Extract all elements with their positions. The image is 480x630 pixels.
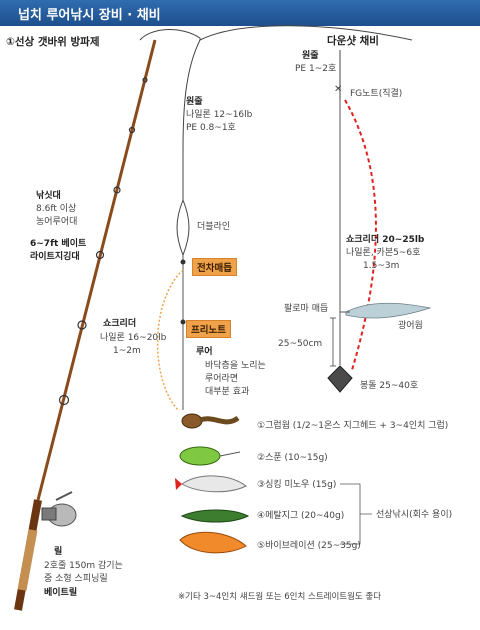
leader-bracket (156, 269, 184, 411)
lure-item-5: ⑤바이브레이션 (25~35g) (257, 541, 361, 551)
lure-label-1: 루어 (196, 347, 213, 357)
lure-label-2: 바닥층을 노리는 (205, 361, 266, 371)
lure-vibration (179, 531, 247, 554)
ds-main-line-label-2: PE 1~2호 (295, 64, 337, 74)
sinker (327, 365, 353, 393)
rod-label-1: 낚싯대 (36, 191, 61, 201)
fg-knot-label: FG노트(직결) (350, 89, 403, 99)
lure-label-4: 대부분 효과 (205, 387, 250, 397)
section-title: ①선상 갯바위 방파제 (6, 36, 100, 48)
shock-leader-label-1: 쇼크리더 (103, 319, 137, 329)
lure-spoon (179, 446, 241, 466)
swivel-knot-mark (180, 259, 186, 265)
free-knot-mark (180, 319, 186, 325)
double-line-label: 더블라인 (197, 222, 231, 232)
free-knot-tag: 프리노트 (186, 320, 231, 338)
main-line-label-1: 원줄 (186, 97, 203, 107)
main-line-label-2: 나일론 12~16lb (186, 110, 253, 120)
lure-metal-jig (180, 509, 250, 523)
downshot-red-leader (344, 99, 377, 371)
lure-item-3: ③싱킹 미노우 (15g) (257, 480, 337, 490)
lures-group-label: 선상낚시(회수 용이) (376, 510, 453, 520)
title-bar: 넙치 루어낚시 장비 · 채비 (0, 0, 480, 26)
reel-label-3: 중 소형 스피닝릴 (44, 574, 108, 584)
reel-label-2: 2호줄 150m 감기는 (44, 561, 123, 571)
svg-text:✕: ✕ (334, 84, 342, 95)
sinker-label: 봉돌 25~40호 (360, 381, 419, 391)
main-line-descend (182, 39, 201, 151)
lures-group-bracket (340, 483, 372, 545)
palomar-knot-label: 팔로마 매듭 (284, 304, 329, 314)
fishing-rod (36, 39, 157, 501)
downshot-title: 다운샷 채비 (327, 35, 379, 47)
main-line-label-3: PE 0.8~1호 (186, 123, 236, 133)
rod-label-2: 8.6ft 이상 (36, 204, 77, 214)
double-line (176, 199, 190, 257)
lure-label-3: 루어라면 (205, 374, 239, 384)
shock-leader-label-2: 나일론 16~20lb (100, 333, 167, 343)
main-line-arc (139, 29, 201, 41)
shock-leader-label-3: 1~2m (113, 346, 141, 356)
bait-worm (345, 302, 432, 319)
ds-main-line-label-1: 원줄 (302, 51, 319, 61)
bait-fish-label: 광어웜 (398, 321, 423, 331)
page-title: 넙치 루어낚시 장비 · 채비 (18, 8, 161, 23)
reel-label-1: 릴 (54, 547, 63, 557)
reel-label-4: 베이트릴 (44, 588, 78, 598)
ds-leader-label-3: 1.5~3m (363, 261, 400, 271)
ds-leader-label-1: 쇼크리더 20~25lb (346, 235, 425, 245)
rod-label-4: 6~7ft 베이트 (30, 239, 87, 249)
spinning-reel (41, 491, 77, 527)
rod-label-3: 농어루어대 (36, 217, 78, 227)
main-line-top (199, 25, 413, 41)
lure-grub-worm (181, 413, 240, 429)
ds-distance-label: 25~50cm (278, 339, 323, 349)
lure-sinking-minnow (175, 475, 247, 493)
rod-label-5: 라이트지깅대 (30, 252, 80, 262)
swivel-knot-tag: 전차매듭 (192, 258, 237, 276)
lure-item-2: ②스푼 (10~15g) (257, 453, 328, 463)
rod-guides (58, 77, 148, 406)
ds-leader-label-2: 나일론, 카본5~6호 (346, 248, 421, 258)
footnote: ※기타 3~4인치 섀드웜 또는 6인치 스트레이트웜도 좋다 (178, 592, 382, 602)
lure-item-4: ④메탈지그 (20~40g) (257, 511, 345, 521)
lure-item-1: ①그럽웜 (1/2~1온스 지그헤드 + 3~4인치 그럽) (257, 421, 449, 431)
